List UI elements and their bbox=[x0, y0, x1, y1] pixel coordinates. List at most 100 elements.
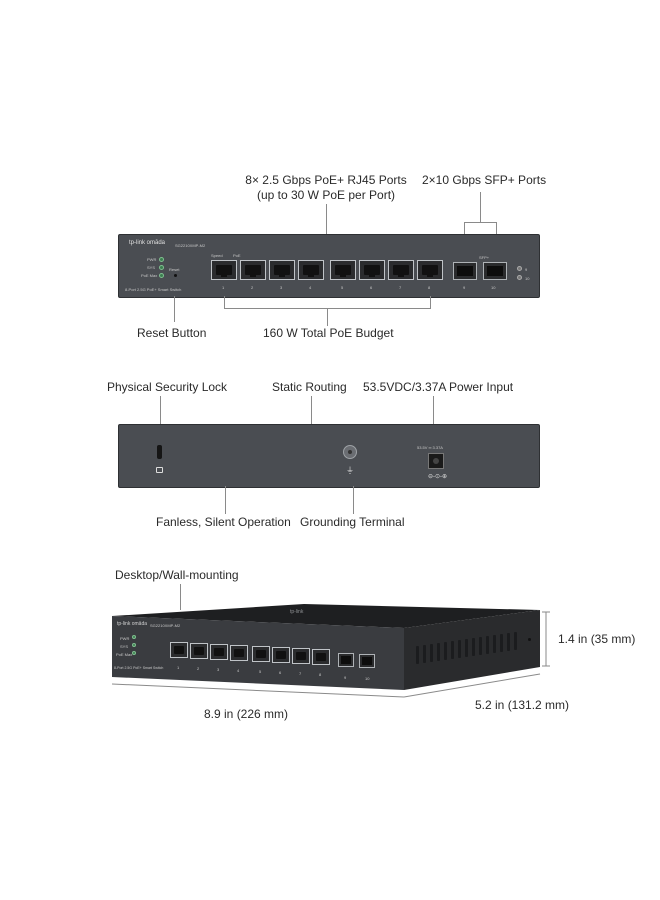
vent-3 bbox=[430, 644, 433, 662]
vent-12 bbox=[493, 635, 496, 653]
vent-15 bbox=[514, 632, 517, 650]
front-rj45-port-7[interactable] bbox=[292, 648, 310, 664]
vent-11 bbox=[486, 636, 489, 654]
front-rj45-port-4[interactable] bbox=[230, 645, 248, 661]
rj45-port-1[interactable] bbox=[211, 260, 237, 280]
front-rj45-port-3[interactable] bbox=[210, 644, 228, 660]
reset-label: Reset bbox=[169, 267, 180, 272]
reset-callout-line bbox=[174, 296, 175, 322]
pwr-led bbox=[159, 257, 164, 262]
sfp10-led bbox=[517, 275, 522, 280]
front-rj45-port-1[interactable] bbox=[170, 642, 188, 658]
width-dimension-line bbox=[111, 683, 405, 698]
side-mount-hole bbox=[528, 638, 531, 641]
sys-led bbox=[159, 265, 164, 270]
sfp-port-10[interactable] bbox=[483, 262, 507, 280]
lock-callout-line bbox=[160, 396, 161, 424]
model-label: SG2210XMP-M2 bbox=[175, 243, 206, 248]
led-label-sys: SYS bbox=[147, 265, 156, 270]
sfp9-led-label: 9 bbox=[525, 267, 528, 272]
poe-label: PoE bbox=[233, 253, 241, 258]
front-sfp-port-9[interactable] bbox=[338, 653, 354, 667]
vent-10 bbox=[479, 637, 482, 655]
port-number-4: 4 bbox=[309, 285, 312, 290]
switch-top-surface bbox=[112, 604, 540, 628]
front-rj45-port-5[interactable] bbox=[252, 646, 270, 662]
front-pwr-led bbox=[132, 635, 136, 639]
front-rj45-port-8[interactable] bbox=[312, 649, 330, 665]
rj45-port-8[interactable] bbox=[417, 260, 443, 280]
front-sfp-port-10[interactable] bbox=[359, 654, 375, 668]
grounding-screw[interactable] bbox=[343, 445, 357, 459]
rj45-port-5[interactable] bbox=[330, 260, 356, 280]
budget-bracket-stem bbox=[327, 308, 328, 326]
vent-2 bbox=[423, 645, 426, 663]
vent-8 bbox=[465, 639, 468, 657]
rj45-port-4[interactable] bbox=[298, 260, 324, 280]
lock-icon bbox=[156, 467, 163, 473]
rj45-port-2[interactable] bbox=[240, 260, 266, 280]
poemax-led bbox=[159, 273, 164, 278]
top-brand-logo: tp-link bbox=[290, 609, 304, 615]
front-model-label: SG2210XMP-M2 bbox=[150, 623, 181, 628]
security-slot[interactable] bbox=[157, 445, 162, 459]
front-port-number-6: 6 bbox=[279, 670, 282, 675]
depth-dimension-label: 5.2 in (131.2 mm) bbox=[475, 698, 570, 712]
front-rj45-port-2[interactable] bbox=[190, 643, 208, 659]
vent-7 bbox=[458, 640, 461, 658]
front-port-number-1: 1 bbox=[177, 665, 180, 670]
grounding-terminal-callout: Grounding Terminal bbox=[300, 515, 405, 529]
sfp-callout-bar bbox=[464, 222, 497, 223]
front-subtitle-label: 8-Port 2.5G PoE+ Smart Switch bbox=[114, 666, 164, 670]
fanless-callout: Fanless, Silent Operation bbox=[156, 515, 291, 529]
static-routing-callout: Static Routing bbox=[272, 380, 347, 394]
front-port-number-8: 8 bbox=[319, 672, 322, 677]
sfp-number-9: 9 bbox=[463, 285, 466, 290]
sfp-port-9[interactable] bbox=[453, 262, 477, 280]
dc-polarity-icon: ⊖-⊙-⊕ bbox=[428, 474, 448, 480]
port-number-1: 1 bbox=[222, 285, 225, 290]
front-sys-led bbox=[132, 643, 136, 647]
front-sfp-number-10: 10 bbox=[365, 676, 370, 681]
port-number-2: 2 bbox=[251, 285, 254, 290]
poe-ports-callout: 8× 2.5 Gbps PoE+ RJ45 Ports (up to 30 W … bbox=[245, 173, 406, 203]
front-port-number-3: 3 bbox=[217, 667, 220, 672]
vent-6 bbox=[451, 641, 454, 659]
sfp9-led bbox=[517, 266, 522, 271]
reset-pinhole[interactable] bbox=[174, 274, 177, 277]
rj45-port-7[interactable] bbox=[388, 260, 414, 280]
front-port-number-2: 2 bbox=[197, 666, 200, 671]
led-label-poemax: PoE Max bbox=[141, 273, 158, 278]
rj45-port-3[interactable] bbox=[269, 260, 295, 280]
vent-14 bbox=[507, 633, 510, 651]
port-number-8: 8 bbox=[428, 285, 431, 290]
front-port-number-4: 4 bbox=[237, 668, 240, 673]
port-number-3: 3 bbox=[280, 285, 283, 290]
budget-bracket-left bbox=[224, 296, 225, 308]
depth-dimension-line bbox=[403, 673, 541, 698]
front-rj45-port-6[interactable] bbox=[272, 647, 290, 663]
sfp-number-10: 10 bbox=[491, 285, 496, 290]
height-dimension-label: 1.4 in (35 mm) bbox=[558, 632, 636, 646]
port-number-6: 6 bbox=[370, 285, 373, 290]
width-dimension-label: 8.9 in (226 mm) bbox=[204, 707, 289, 721]
fanless-callout-line bbox=[225, 486, 226, 514]
front-led-label-sys: SYS bbox=[120, 644, 129, 649]
reset-button-callout: Reset Button bbox=[137, 326, 207, 340]
mounting-callout: Desktop/Wall-mounting bbox=[115, 568, 239, 582]
front-port-number-7: 7 bbox=[299, 671, 302, 676]
budget-bracket-right bbox=[430, 296, 431, 308]
dc-power-jack[interactable] bbox=[428, 453, 444, 469]
sfp-callout-stem bbox=[480, 192, 481, 222]
sfp-ports-callout: 2×10 Gbps SFP+ Ports bbox=[422, 173, 547, 187]
poe-budget-callout: 160 W Total PoE Budget bbox=[263, 326, 394, 340]
rear-panel: ⏚ 53.5V ═ 3.37A ⊖-⊙-⊕ bbox=[118, 424, 540, 488]
brand-logo: tp-link omāda bbox=[129, 240, 166, 246]
ground-callout-line bbox=[353, 486, 354, 514]
power-rating-label: 53.5V ═ 3.37A bbox=[417, 445, 443, 450]
vent-1 bbox=[416, 646, 419, 664]
vent-13 bbox=[500, 634, 503, 652]
rj45-port-6[interactable] bbox=[359, 260, 385, 280]
front-sfp-number-9: 9 bbox=[344, 675, 347, 680]
